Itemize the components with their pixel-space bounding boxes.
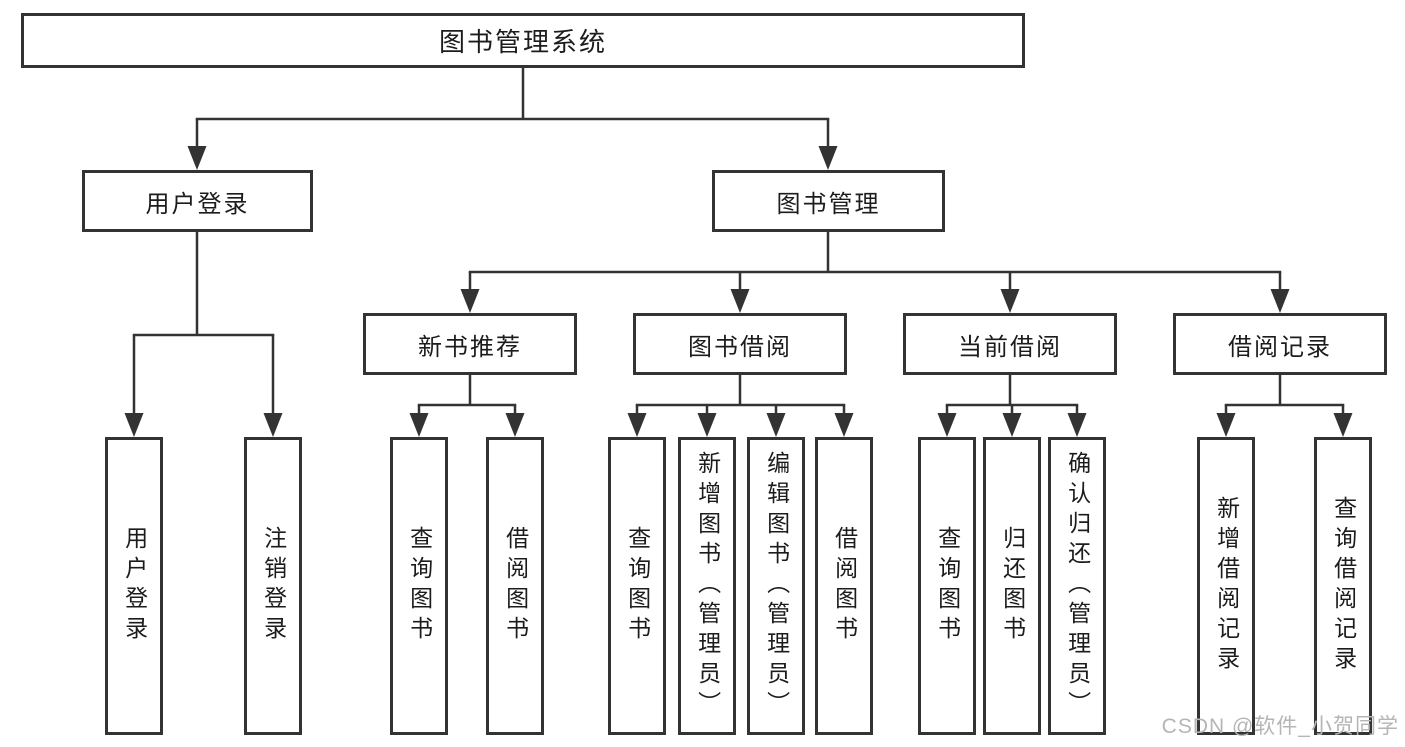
leaf-confirm-return-admin: 确认归还（管理员）: [1048, 437, 1106, 735]
leaf-edit-books-admin: 编辑图书（管理员）: [747, 437, 805, 735]
leaf-add-borrow-record: 新增借阅记录: [1197, 437, 1255, 735]
node-book-borrow: 图书借阅: [633, 313, 847, 375]
node-user-login: 用户登录: [82, 170, 313, 232]
leaf-borrow-books-borrow: 借阅图书: [815, 437, 873, 735]
leaf-logout: 注销登录: [244, 437, 302, 735]
node-current-borrow-label: 当前借阅: [958, 333, 1062, 361]
leaf-user-login: 用户登录: [105, 437, 163, 735]
node-book-management-label: 图书管理: [776, 190, 881, 218]
leaf-query-books-newbook: 查询图书: [390, 437, 448, 735]
node-user-login-label: 用户登录: [145, 190, 250, 218]
node-borrow-records: 借阅记录: [1173, 313, 1387, 375]
leaf-query-books-current: 查询图书: [918, 437, 976, 735]
leaf-query-borrow-record: 查询借阅记录: [1314, 437, 1372, 735]
leaf-return-books: 归还图书: [983, 437, 1041, 735]
node-new-book-recommend-label: 新书推荐: [418, 333, 522, 361]
node-borrow-records-label: 借阅记录: [1228, 333, 1332, 361]
node-system-root: 图书管理系统: [21, 13, 1025, 68]
node-current-borrow: 当前借阅: [903, 313, 1117, 375]
leaf-add-books-admin: 新增图书（管理员）: [678, 437, 736, 735]
node-new-book-recommend: 新书推荐: [363, 313, 577, 375]
node-book-borrow-label: 图书借阅: [688, 333, 792, 361]
node-system-root-label: 图书管理系统: [438, 27, 607, 57]
leaf-borrow-books-newbook: 借阅图书: [486, 437, 544, 735]
node-book-management: 图书管理: [712, 170, 945, 232]
csdn-watermark: CSDN @软件_小贺同学: [1161, 715, 1399, 738]
leaf-query-books-borrow: 查询图书: [608, 437, 666, 735]
